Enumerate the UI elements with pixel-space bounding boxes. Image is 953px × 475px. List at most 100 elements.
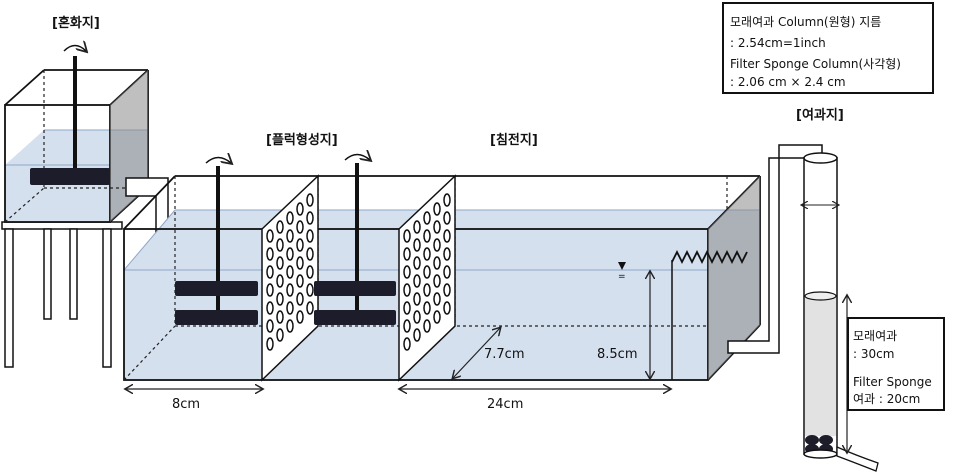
baffle-hole xyxy=(266,283,274,297)
depth-label: 7.7cm xyxy=(484,347,525,362)
side-note-line-1: 모래여과 xyxy=(853,329,897,343)
baffle-hole xyxy=(443,283,451,297)
baffle-hole xyxy=(403,319,411,333)
baffle-hole xyxy=(276,274,284,288)
rotation-arrow-icon xyxy=(63,46,86,52)
overflow-weir xyxy=(671,249,748,265)
baffle-hole xyxy=(276,292,284,306)
side-note-line-3: Filter Sponge xyxy=(853,375,932,389)
filter-column: [여과지] xyxy=(796,107,879,472)
mixing-tank: [혼화지] xyxy=(1,15,149,368)
baffle-hole xyxy=(403,301,411,315)
note-line-4: : 2.06 cm × 2.4 cm xyxy=(730,75,846,89)
media-depth-note: 모래여과 : 30cm Filter Sponge 여과 : 20cm xyxy=(847,317,945,411)
width-8-label: 8cm xyxy=(172,397,200,412)
baffle-hole xyxy=(306,247,314,261)
water-level-icon xyxy=(618,262,626,270)
main-basin: = 7.7cm 8.5cm [플럭형성지] [침전지] xyxy=(123,132,761,382)
side-note-line-4: 여과 : 20cm xyxy=(853,392,920,406)
baffle-hole xyxy=(433,220,441,234)
baffle-hole xyxy=(306,229,314,243)
baffle-hole xyxy=(266,265,274,279)
mixing-tank-stand xyxy=(1,221,123,368)
rotation-arrow-icon xyxy=(344,155,370,161)
baffle-hole xyxy=(443,193,451,207)
mixing-impeller-blade xyxy=(30,168,110,185)
baffle-hole xyxy=(306,193,314,207)
baffle-hole xyxy=(286,211,294,225)
baffle-hole xyxy=(306,265,314,279)
baffle-hole xyxy=(266,319,274,333)
baffle-hole xyxy=(276,328,284,342)
baffle-hole xyxy=(423,283,431,297)
baffle-hole xyxy=(423,301,431,315)
water-level-mark: = xyxy=(618,272,626,282)
mixing-tank-label: [혼화지] xyxy=(52,15,100,31)
baffle-hole xyxy=(433,256,441,270)
baffle-hole xyxy=(276,256,284,270)
baffle-hole xyxy=(423,211,431,225)
baffle-hole xyxy=(413,310,421,324)
baffle-hole xyxy=(286,265,294,279)
baffle-hole xyxy=(403,283,411,297)
note-line-3: Filter Sponge Column(사각형) xyxy=(730,57,901,71)
baffle-hole xyxy=(433,310,441,324)
baffle-hole xyxy=(413,292,421,306)
baffle-hole xyxy=(296,238,304,252)
side-note-line-2: : 30cm xyxy=(853,347,894,361)
baffle-hole xyxy=(296,256,304,270)
baffle-hole xyxy=(433,292,441,306)
depth-arrow xyxy=(453,328,500,378)
baffle-hole xyxy=(276,310,284,324)
baffle-hole xyxy=(443,211,451,225)
baffle-hole xyxy=(306,211,314,225)
sedimentation-tank-label: [침전지] xyxy=(490,132,538,148)
baffle-hole xyxy=(413,328,421,342)
mixing-impeller-shaft xyxy=(73,56,77,170)
baffle-hole xyxy=(443,301,451,315)
baffle-plate-2 xyxy=(398,174,456,382)
filter-outlet-pipe xyxy=(836,445,879,472)
baffle-hole xyxy=(286,283,294,297)
note-line-1: 모래여과 Column(원형) 지름 xyxy=(730,15,881,29)
baffle-hole xyxy=(296,310,304,324)
baffle-hole xyxy=(443,247,451,261)
baffle-hole xyxy=(413,220,421,234)
baffle-hole xyxy=(266,301,274,315)
baffle-hole xyxy=(286,229,294,243)
baffle-hole xyxy=(443,265,451,279)
baffle-hole xyxy=(403,337,411,351)
baffle-hole xyxy=(266,337,274,351)
baffle-hole xyxy=(423,229,431,243)
flocculation-impeller-1 xyxy=(175,158,258,325)
flocculation-tank-label: [플럭형성지] xyxy=(266,132,338,148)
baffle-hole xyxy=(403,229,411,243)
baffle-hole xyxy=(403,247,411,261)
baffle-hole xyxy=(433,238,441,252)
filter-tank-label: [여과지] xyxy=(796,107,844,123)
baffle-hole xyxy=(296,202,304,216)
rotation-arrow-icon xyxy=(205,158,231,164)
baffle-hole xyxy=(306,301,314,315)
baffle-hole xyxy=(296,274,304,288)
baffle-hole xyxy=(286,301,294,315)
baffle-hole xyxy=(276,238,284,252)
flocculation-impeller-2 xyxy=(314,155,396,325)
column-spec-note: 모래여과 Column(원형) 지름 : 2.54cm=1inch Filter… xyxy=(722,2,934,94)
baffle-hole xyxy=(276,220,284,234)
baffle-hole xyxy=(266,247,274,261)
baffle-hole xyxy=(413,274,421,288)
baffle-hole xyxy=(423,265,431,279)
baffle-hole xyxy=(413,238,421,252)
baffle-hole xyxy=(306,283,314,297)
baffle-hole xyxy=(423,319,431,333)
width-24-label: 24cm xyxy=(487,397,523,412)
height-label: 8.5cm xyxy=(597,347,638,362)
baffle-hole xyxy=(296,292,304,306)
sand-media xyxy=(805,296,836,436)
baffle-hole xyxy=(413,256,421,270)
baffle-hole xyxy=(433,274,441,288)
baffle-hole xyxy=(296,220,304,234)
baffle-plate-1 xyxy=(261,174,319,382)
